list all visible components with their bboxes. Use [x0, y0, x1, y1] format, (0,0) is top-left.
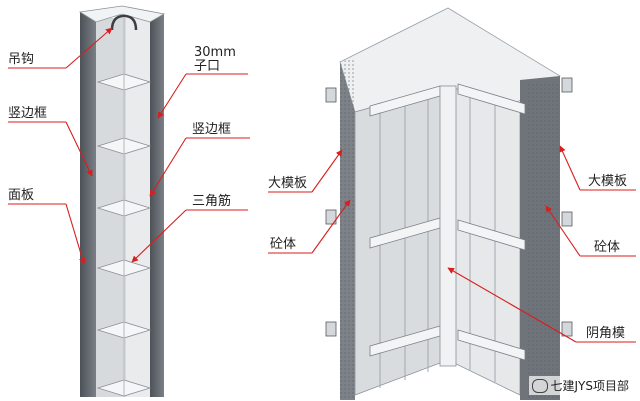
right-wall-assembly — [325, 7, 573, 400]
left-corner-column — [78, 5, 166, 397]
label-vframe-right: 竖边框 — [192, 122, 232, 137]
label-big-form-left: 大模板 — [268, 176, 308, 191]
waling-bars — [369, 83, 526, 361]
wechat-icon — [531, 378, 548, 393]
label-inner-corner: 阴角模 — [586, 326, 626, 341]
label-triangle-rib: 三角筋 — [192, 194, 232, 209]
left-flange — [80, 12, 96, 397]
label-concrete-right: 砼体 — [594, 240, 621, 255]
inner-corner-form-shape — [439, 85, 457, 367]
right-flange — [150, 14, 164, 397]
label-big-form-right: 大模板 — [588, 174, 628, 189]
leader-lines — [8, 27, 636, 343]
hook-shape — [110, 14, 138, 31]
watermark-text: 七建JYS项目部 — [550, 379, 630, 393]
label-lip: 30mm 子口 — [194, 45, 236, 74]
label-panel: 面板 — [8, 188, 35, 203]
label-concrete-left: 砼体 — [270, 237, 297, 252]
watermark: 七建JYS项目部 — [528, 376, 632, 395]
label-vframe-left: 竖边框 — [8, 106, 48, 121]
label-hook: 吊钩 — [8, 52, 35, 67]
